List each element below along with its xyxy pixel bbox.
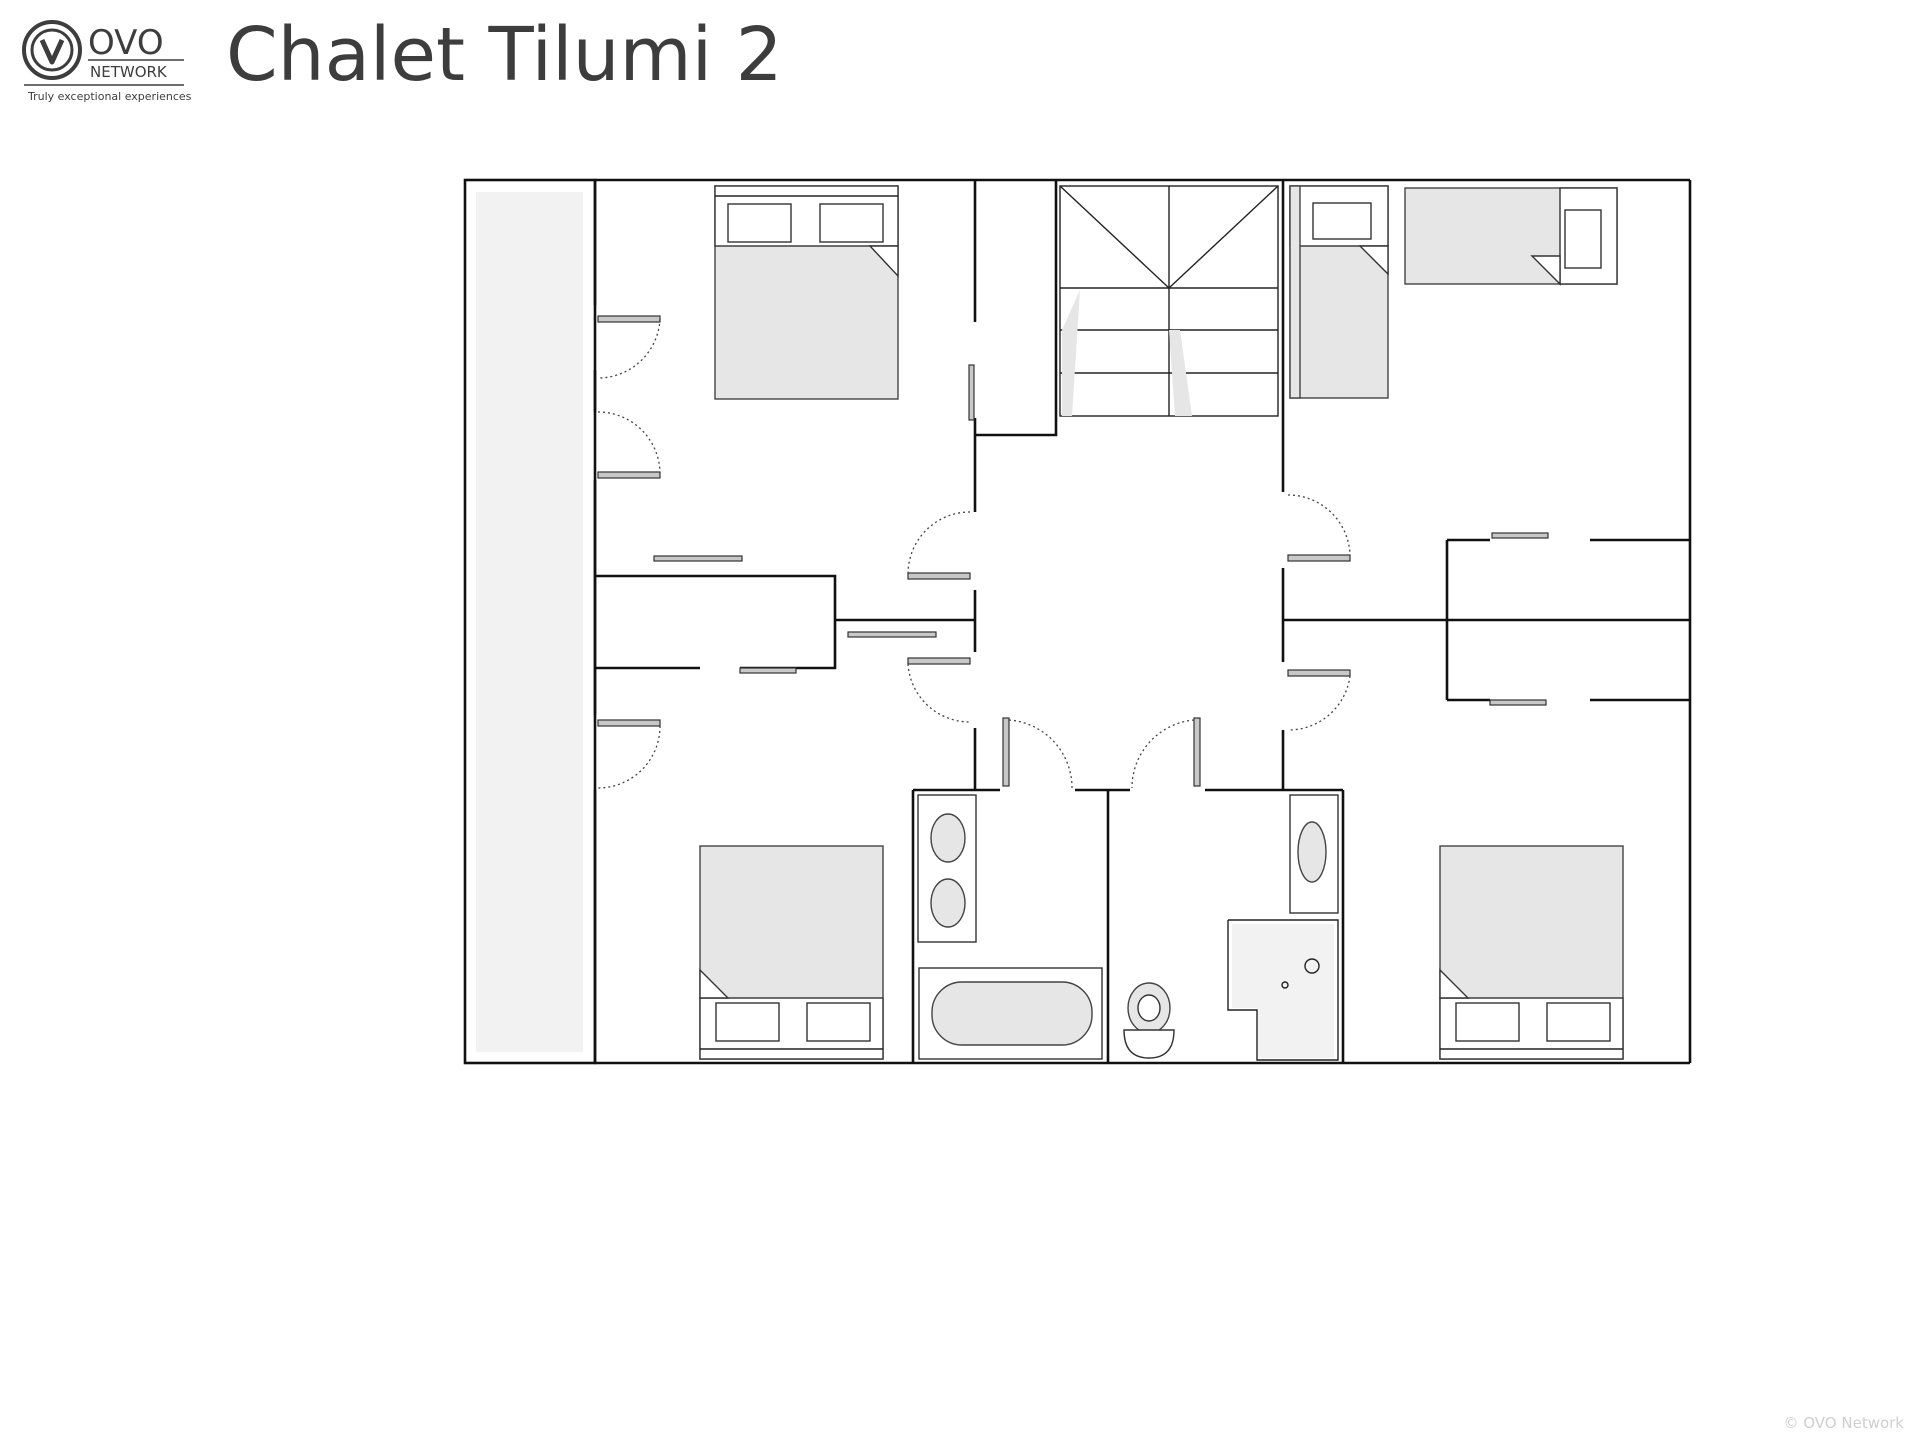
logo-brand-top: OVO xyxy=(88,23,164,63)
copyright-text: © OVO Network xyxy=(1783,1414,1904,1432)
double-bed-bedroom-4 xyxy=(1439,845,1624,1060)
page-title: Chalet Tilumi 2 xyxy=(226,12,783,98)
exterior-walls xyxy=(593,178,1692,1065)
shower xyxy=(1227,919,1339,1061)
double-bed-bedroom-1 xyxy=(714,185,899,400)
toilet-icon xyxy=(1123,982,1175,1059)
ovo-network-logo: OVO NETWORK Truly exceptional experience… xyxy=(22,20,192,103)
double-bed-bedroom-3 xyxy=(699,845,884,1060)
single-bed-bedroom-2 xyxy=(1289,185,1389,399)
balcony xyxy=(463,178,597,1065)
bathroom-2 xyxy=(1123,794,1339,1061)
logo-tagline: Truly exceptional experiences xyxy=(27,90,192,103)
ovo-v-circle-icon xyxy=(22,20,82,80)
staircase xyxy=(1059,185,1279,417)
bathroom-1 xyxy=(917,794,1103,1060)
single-bed-bedroom-2b xyxy=(1404,187,1618,286)
logo-brand-bottom: NETWORK xyxy=(90,63,168,81)
interior-walls xyxy=(595,180,1690,1063)
doors xyxy=(597,315,1549,789)
